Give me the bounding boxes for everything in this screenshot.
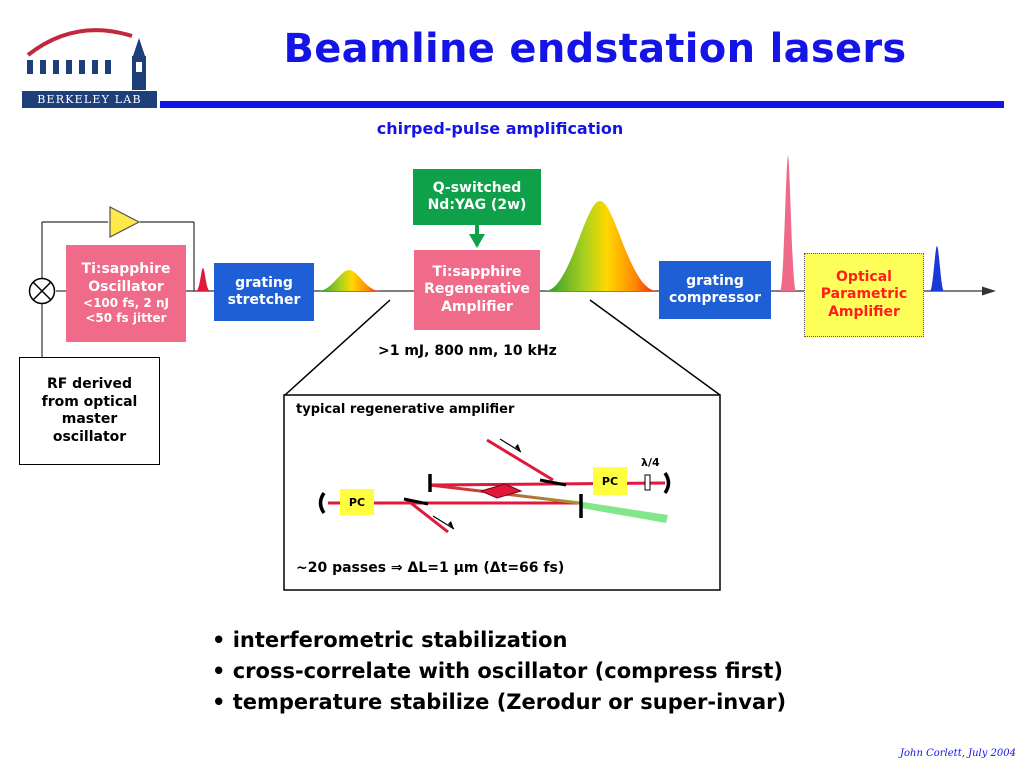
footer-credit: John Corlett, July 2004 [900,748,1016,759]
bullet-item: • temperature stabilize (Zerodur or supe… [212,690,787,714]
oscillator-pulse-icon [196,268,210,291]
opa-output-pulse-icon [930,246,944,291]
oscillator-line1: Ti:sapphire [81,261,171,277]
pockels-cell-right: PC [593,467,627,495]
pockels-cell-left: PC [340,489,374,515]
logo-wordmark: BERKELEY LAB [22,91,157,108]
oscillator-box: Ti:sapphire Oscillator <100 fs, 2 nJ <50… [66,245,186,342]
amplified-spectrum-icon [545,201,657,291]
berkeley-lab-logo [26,28,146,90]
output-beam [406,498,449,534]
qswitch-line1: Q-switched [432,179,522,196]
rf-line4: oscillator [52,428,127,445]
amplifier-triangle-icon [109,206,141,238]
regen-line3: Amplifier [441,298,513,315]
compressor-line1: grating [686,272,744,289]
regen-output-spec: >1 mJ, 800 nm, 10 kHz [378,343,557,359]
pump-arrowhead-icon [469,234,485,248]
thin-film-polarizer-upper-icon [539,478,567,487]
opa-box: Optical Parametric Amplifier [804,253,924,337]
cavity-beam-upper [429,481,666,487]
page-title: Beamline endstation lasers [283,26,907,72]
regen-line2: Regenerative [424,281,530,298]
rf-line2: from optical [41,393,138,410]
regen-amplifier-box: Ti:sapphire Regenerative Amplifier [414,250,540,330]
bullet-item: • cross-correlate with oscillator (compr… [212,659,783,683]
header-rule [160,101,1004,108]
inset-title: typical regenerative amplifier [296,402,515,417]
opa-line1: Optical [836,268,892,285]
right-end-mirror-icon [663,471,671,495]
stretched-pulse-icon [318,270,380,291]
pump-beam-icon [581,502,668,523]
compressor-line2: compressor [668,290,762,306]
qswitch-laser-box: Q-switched Nd:YAG (2w) [413,169,541,225]
inset-footer: ~20 passes ⇒ ΔL=1 μm (Δt=66 fs) [296,560,565,576]
regen-line1: Ti:sapphire [432,263,522,280]
bullet-list: • interferometric stabilization • cross-… [212,625,892,718]
opa-line3: Amplifier [828,303,900,320]
diagram-subtitle: chirped-pulse amplification [376,119,624,138]
beam-arrowhead-icon [982,286,996,296]
compressed-pulse-icon [780,156,796,291]
logo-arc-icon [26,28,133,57]
incoming-beam-arrow-icon [499,438,522,453]
logo-tower-icon [132,38,146,90]
left-end-mirror-icon [318,491,326,515]
rf-line3: master [61,411,118,427]
rf-line1: RF derived [46,376,133,392]
oscillator-spec1: <100 fs, 2 nJ [83,296,169,310]
thin-film-polarizer-lower-icon [403,497,429,506]
stretcher-box: grating stretcher [214,263,314,321]
opa-line2: Parametric [820,286,908,303]
ti-sapphire-crystal-icon [479,483,523,499]
outgoing-beam-arrow-icon [432,515,455,530]
stretcher-line1: grating [235,274,293,291]
input-beam [486,438,554,482]
stretcher-line2: stretcher [227,292,301,308]
compressor-box: grating compressor [659,261,771,319]
oscillator-spec2: <50 fs jitter [85,311,167,325]
rf-source-box: RF derived from optical master oscillato… [19,357,160,465]
qswitch-line2: Nd:YAG (2w) [427,197,527,213]
waveplate-icon [644,474,651,491]
waveplate-label: λ/4 [641,456,660,469]
oscillator-line2: Oscillator [88,278,164,295]
inset-zoom-lines [284,299,721,396]
logo-arches-icon [27,60,111,74]
mixer-icon [28,277,56,305]
bullet-item: • interferometric stabilization [212,628,568,652]
